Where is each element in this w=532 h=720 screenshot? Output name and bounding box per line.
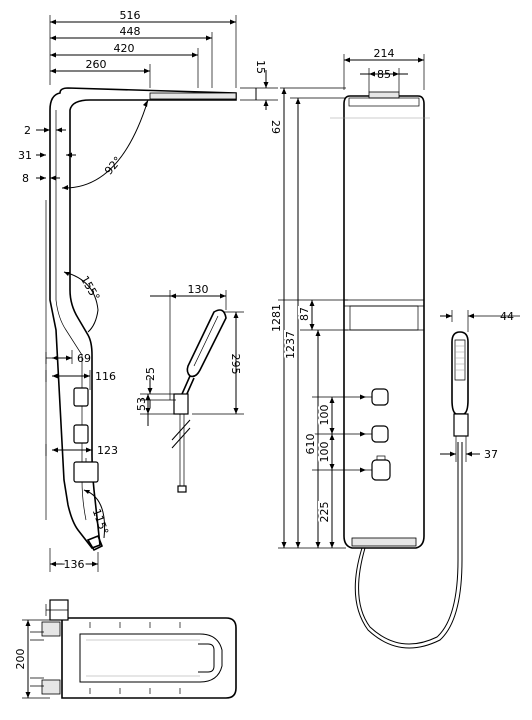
handheld-holder bbox=[453, 413, 469, 437]
dim-group-123: 123 bbox=[45, 444, 118, 462]
hose-end bbox=[177, 485, 187, 493]
angle-115: 115° bbox=[83, 489, 111, 539]
front-thermostat-top bbox=[376, 455, 386, 461]
hand-shower-hose bbox=[179, 414, 185, 486]
dim-100-top: 100 bbox=[318, 405, 331, 426]
dim-15: 15 bbox=[254, 60, 267, 74]
side-body-jet-2 bbox=[73, 424, 89, 444]
top-view: 200 bbox=[12, 599, 237, 699]
dim-2: 2 bbox=[24, 124, 31, 137]
dim-100-bottom: 100 bbox=[318, 442, 331, 463]
dim-group-116: 116 bbox=[45, 370, 116, 390]
front-panel-outline bbox=[343, 95, 425, 549]
handheld-spray-face bbox=[454, 339, 466, 381]
dim-516: 516 bbox=[120, 9, 141, 22]
dim-69: 69 bbox=[77, 352, 91, 365]
dim-130: 130 bbox=[188, 283, 209, 296]
dim-260: 260 bbox=[86, 58, 107, 71]
side-right-small-dimensions: 15 29 bbox=[240, 60, 282, 134]
top-view-inner-tray bbox=[79, 633, 223, 683]
hose-break-lines bbox=[171, 419, 191, 449]
front-shelf-inner bbox=[349, 305, 419, 331]
hand-shower-head bbox=[186, 309, 227, 378]
front-bottom-outlet bbox=[351, 537, 417, 547]
top-view-outline bbox=[61, 617, 237, 699]
front-thermostat bbox=[371, 459, 391, 481]
handheld-view: 44 37 bbox=[440, 310, 520, 462]
hand-shower-face bbox=[193, 315, 219, 367]
dim-448: 448 bbox=[120, 25, 141, 38]
dim-123: 123 bbox=[97, 444, 118, 457]
dim-1237: 1237 bbox=[284, 331, 297, 359]
front-body-jet-1 bbox=[371, 388, 389, 406]
front-view: 214 85 1281 bbox=[268, 47, 463, 649]
dim-37: 37 bbox=[484, 448, 498, 461]
dim-group-136: 136 bbox=[49, 548, 99, 573]
dim-295: 295 bbox=[229, 354, 242, 375]
dim-87: 87 bbox=[298, 307, 311, 321]
dim-angle-155: 155° bbox=[78, 274, 103, 303]
dim-225: 225 bbox=[318, 502, 331, 523]
dim-53: 53 bbox=[135, 397, 148, 411]
dim-214: 214 bbox=[374, 47, 395, 60]
front-shelf bbox=[344, 299, 424, 331]
hand-shower-detail: 130 295 25 53 bbox=[135, 283, 244, 493]
side-left-dimensions: 2 31 8 bbox=[18, 124, 76, 185]
dim-116: 116 bbox=[95, 370, 116, 383]
front-body-jet-2 bbox=[371, 425, 389, 443]
dim-25: 25 bbox=[144, 367, 157, 381]
side-bottom-outlet bbox=[86, 534, 104, 552]
top-wall-bracket-lower bbox=[41, 679, 61, 695]
side-body-jet-1 bbox=[73, 387, 89, 407]
dim-1281: 1281 bbox=[270, 304, 283, 332]
dim-29: 29 bbox=[269, 120, 282, 134]
front-rain-head bbox=[368, 91, 400, 99]
dim-610: 610 bbox=[304, 434, 317, 455]
dim-31: 31 bbox=[18, 149, 32, 162]
hand-shower-holder bbox=[173, 393, 189, 415]
dim-136: 136 bbox=[64, 558, 85, 571]
dim-angle-115: 115° bbox=[90, 507, 111, 536]
angle-92: 92° bbox=[61, 99, 149, 190]
dim-200: 200 bbox=[14, 649, 27, 670]
dim-group-69: 69 bbox=[45, 350, 91, 365]
dim-85: 85 bbox=[377, 68, 391, 81]
hand-shower-handle bbox=[180, 375, 195, 398]
dim-8: 8 bbox=[22, 172, 29, 185]
front-top-plate bbox=[348, 97, 420, 107]
side-view: 516 448 420 260 15 29 2 bbox=[18, 9, 282, 573]
dim-420: 420 bbox=[114, 42, 135, 55]
side-top-dimensions: 516 448 420 260 bbox=[49, 9, 237, 88]
handheld-head bbox=[451, 331, 469, 415]
side-thermostat-knob bbox=[73, 461, 99, 483]
dim-44: 44 bbox=[500, 310, 514, 323]
top-wall-bracket-upper bbox=[41, 621, 61, 637]
side-panel-inner-line bbox=[55, 110, 87, 521]
side-rain-head-plate bbox=[149, 92, 237, 100]
front-hose bbox=[354, 442, 463, 649]
